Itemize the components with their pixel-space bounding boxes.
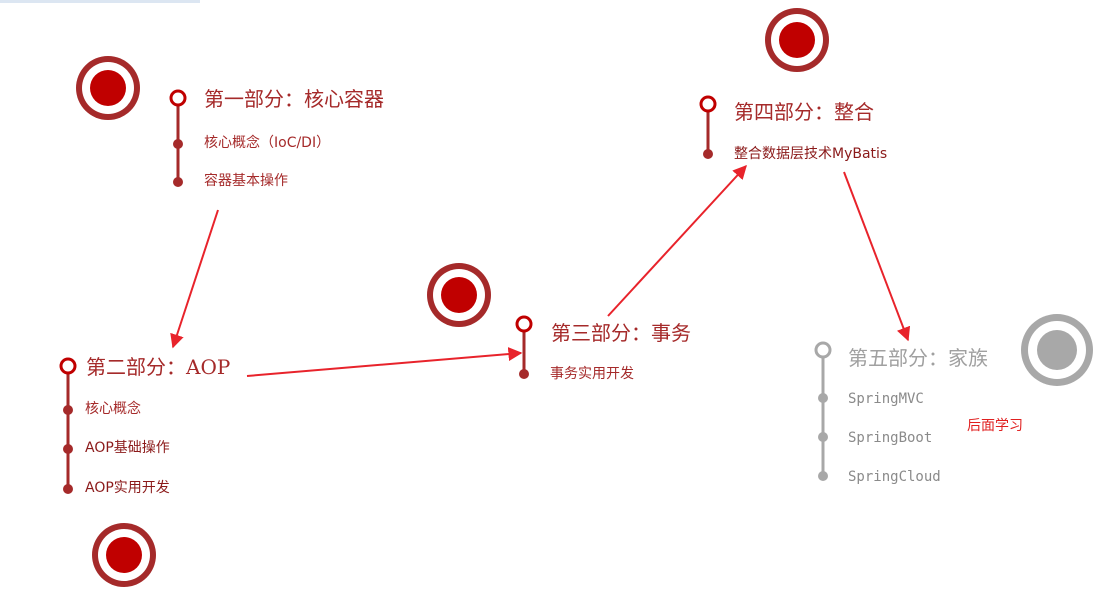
timeline-part5 bbox=[814, 341, 832, 481]
part2-item-3: AOP实用开发 bbox=[85, 480, 170, 496]
part2-title: 第二部分：AOP bbox=[86, 355, 231, 379]
part4-title: 第四部分：整合 bbox=[734, 100, 874, 124]
arrow-icon-part1-to-part2 bbox=[170, 209, 219, 349]
arrow-icon-part3-to-part4 bbox=[607, 164, 747, 317]
ring-node-icon bbox=[59, 357, 77, 375]
part1-title: 第一部分：核心容器 bbox=[204, 87, 384, 111]
part3-item-1: 事务实用开发 bbox=[550, 366, 634, 382]
bullseye-icon-part2 bbox=[92, 523, 156, 587]
part5-item-3: SpringCloud bbox=[848, 469, 941, 485]
later-study-note: 后面学习 bbox=[967, 418, 1023, 434]
arrow-icon-part4-to-part5 bbox=[843, 171, 911, 342]
top-left-accent-bar bbox=[0, 0, 200, 3]
timeline-part4 bbox=[699, 95, 717, 159]
dot-bullet-icon bbox=[818, 393, 828, 403]
dot-bullet-icon bbox=[173, 139, 183, 149]
ring-node-icon bbox=[699, 95, 717, 113]
part3-title: 第三部分：事务 bbox=[551, 321, 691, 345]
part2-item-1: 核心概念 bbox=[85, 401, 141, 417]
ring-node-icon bbox=[169, 89, 187, 107]
dot-bullet-icon bbox=[519, 369, 529, 379]
part5-item-1: SpringMVC bbox=[848, 391, 924, 407]
part5-title: 第五部分：家族 bbox=[848, 346, 988, 370]
dot-bullet-icon bbox=[818, 471, 828, 481]
dot-bullet-icon bbox=[63, 444, 73, 454]
arrow-icon-part2-to-part3 bbox=[246, 347, 523, 377]
timeline-part1 bbox=[169, 89, 187, 187]
ring-node-icon bbox=[814, 341, 832, 359]
bullseye-icon-part4 bbox=[765, 8, 829, 72]
part1-item-2: 容器基本操作 bbox=[204, 173, 288, 189]
dot-bullet-icon bbox=[63, 405, 73, 415]
part2-item-2: AOP基础操作 bbox=[85, 440, 170, 456]
part1-item-1: 核心概念（IoC/DI） bbox=[204, 135, 331, 151]
bullseye-icon-part5 bbox=[1021, 314, 1093, 386]
timeline-part2 bbox=[59, 357, 77, 494]
dot-bullet-icon bbox=[703, 149, 713, 159]
part5-item-2: SpringBoot bbox=[848, 430, 933, 446]
bullseye-icon-part1 bbox=[76, 56, 140, 120]
part4-item-1: 整合数据层技术MyBatis bbox=[734, 146, 888, 162]
dot-bullet-icon bbox=[818, 432, 828, 442]
timeline-part3 bbox=[515, 315, 533, 379]
dot-bullet-icon bbox=[63, 484, 73, 494]
ring-node-icon bbox=[515, 315, 533, 333]
dot-bullet-icon bbox=[173, 177, 183, 187]
bullseye-icon-part3 bbox=[427, 263, 491, 327]
